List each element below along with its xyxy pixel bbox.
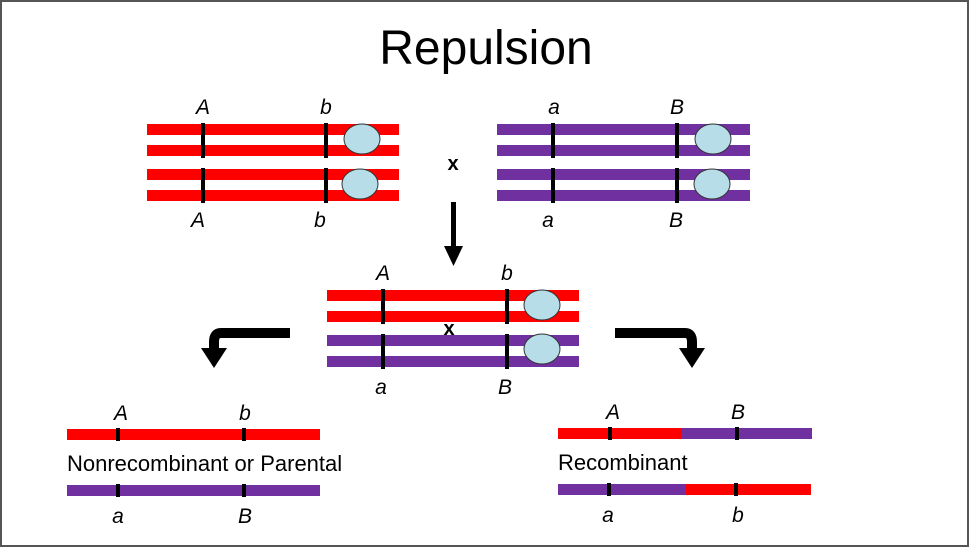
chromatid	[327, 335, 579, 346]
allele-label: b	[320, 96, 332, 119]
chromatid-segment	[686, 484, 811, 495]
f1-chromosomes: x A b a B	[327, 262, 579, 399]
allele-label: a	[602, 504, 614, 527]
recombinant-caption: Recombinant	[558, 450, 688, 475]
centromere	[523, 333, 561, 365]
locus-marker	[201, 168, 205, 203]
chromatid	[497, 145, 750, 156]
chromatid	[147, 190, 399, 201]
locus-marker	[735, 427, 739, 440]
page-title: Repulsion	[379, 22, 592, 75]
locus-marker	[324, 123, 328, 158]
locus-marker	[242, 428, 246, 441]
allele-label: A	[112, 402, 128, 425]
locus-marker	[734, 483, 738, 496]
cross-symbol: x	[447, 153, 458, 175]
chromatid	[327, 356, 579, 367]
chromatid-segment	[558, 484, 686, 495]
left-curved-arrow-icon	[201, 328, 290, 368]
locus-marker	[551, 123, 555, 158]
allele-label: b	[239, 402, 251, 425]
allele-label: B	[669, 209, 683, 232]
chromatid	[67, 485, 320, 496]
centromere	[343, 123, 381, 155]
chromatid	[147, 145, 399, 156]
locus-marker	[551, 168, 555, 203]
locus-marker	[324, 168, 328, 203]
chromatid	[327, 311, 579, 322]
chromatid	[147, 124, 399, 135]
locus-marker	[505, 289, 509, 324]
allele-label: A	[194, 96, 210, 119]
chromatid-segment	[682, 428, 812, 439]
allele-label: b	[501, 262, 513, 285]
centromere	[341, 168, 379, 200]
allele-label: a	[542, 209, 554, 232]
allele-label: A	[189, 209, 205, 232]
chromatid	[67, 429, 320, 440]
chromatid-segment	[558, 428, 682, 439]
chromatid	[497, 169, 750, 180]
parent1-chromosomes: A b A b	[147, 96, 399, 232]
centromere	[693, 168, 731, 200]
allele-label: a	[375, 376, 387, 399]
allele-label: A	[604, 401, 620, 424]
locus-marker	[201, 123, 205, 158]
locus-marker	[675, 168, 679, 203]
right-curved-arrow-icon	[615, 328, 705, 368]
parental-caption: Nonrecombinant or Parental	[67, 451, 342, 476]
recombinant-gametes: A B Recombinant a b	[558, 401, 812, 527]
locus-marker	[381, 289, 385, 324]
allele-label: A	[374, 262, 390, 285]
chromatid	[497, 190, 750, 201]
allele-label: B	[731, 401, 745, 424]
down-arrow-icon	[444, 202, 463, 266]
locus-marker	[381, 334, 385, 369]
allele-label: a	[112, 505, 124, 528]
locus-marker	[607, 483, 611, 496]
allele-label: b	[732, 504, 744, 527]
chromatid	[497, 124, 750, 135]
parental-gametes: A b Nonrecombinant or Parental a B	[67, 402, 342, 528]
locus-marker	[505, 334, 509, 369]
locus-marker	[116, 428, 120, 441]
locus-marker	[242, 484, 246, 497]
centromere	[694, 123, 732, 155]
locus-marker	[608, 427, 612, 440]
parent2-chromosomes: a B a B	[497, 96, 750, 232]
chromatid	[327, 290, 579, 301]
allele-label: B	[238, 505, 252, 528]
allele-label: B	[670, 96, 684, 119]
chromatid	[147, 169, 399, 180]
allele-label: B	[498, 376, 512, 399]
allele-label: b	[314, 209, 326, 232]
locus-marker	[116, 484, 120, 497]
centromere	[523, 289, 561, 321]
allele-label: a	[548, 96, 560, 119]
locus-marker	[675, 123, 679, 158]
crossover-symbol: x	[443, 318, 454, 340]
